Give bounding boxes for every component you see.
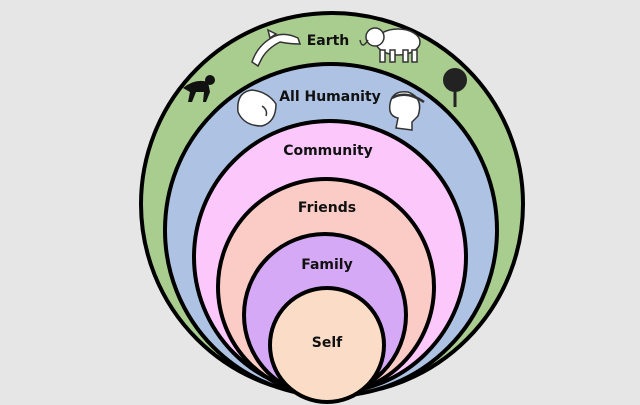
roman-head-icon xyxy=(388,91,425,131)
label-community: Community xyxy=(283,143,373,159)
label-friends: Friends xyxy=(298,200,356,216)
label-family: Family xyxy=(301,257,353,273)
label-all-humanity: All Humanity xyxy=(279,89,381,105)
label-self: Self xyxy=(312,335,343,351)
chimpanzee-icon xyxy=(183,75,215,102)
dolphin-icon xyxy=(251,28,302,68)
elephant-icon xyxy=(359,27,421,63)
label-earth: Earth xyxy=(307,33,350,49)
tree-icon xyxy=(443,68,467,107)
gorilla-head-icon xyxy=(237,89,277,127)
circle-self xyxy=(268,286,386,404)
